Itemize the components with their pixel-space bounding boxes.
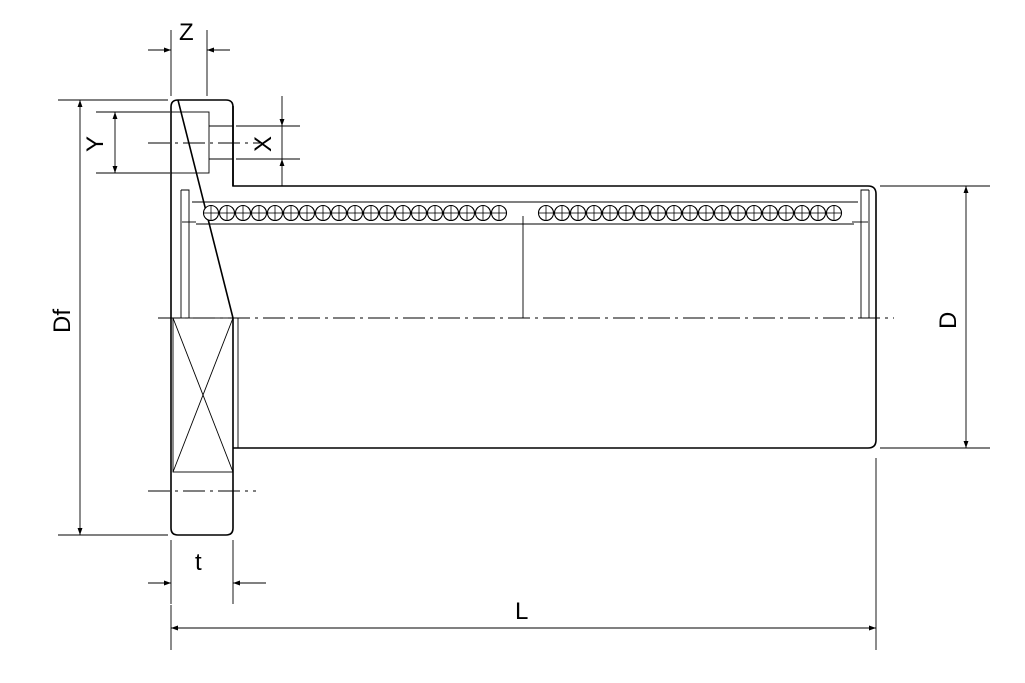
label-df: Df <box>49 309 76 333</box>
dimension-x: X <box>236 96 300 186</box>
flange <box>148 99 260 536</box>
dimension-df: Df <box>49 99 168 536</box>
dimension-t: t <box>148 540 266 604</box>
ball-row-right <box>537 204 843 222</box>
dimension-y: Y <box>82 111 170 174</box>
dimension-z: Z <box>148 19 230 96</box>
ball-row-left <box>202 204 508 222</box>
dimension-l: L <box>170 458 877 650</box>
label-y: Y <box>82 136 109 152</box>
label-l: L <box>515 598 528 625</box>
label-d: D <box>935 312 962 329</box>
mounting-hole-counterbore <box>170 111 210 174</box>
flange-outline <box>170 99 234 536</box>
dimension-d: D <box>880 185 990 449</box>
body-outer-top <box>232 106 877 449</box>
label-x: X <box>250 136 277 152</box>
label-t: t <box>195 549 202 576</box>
label-z: Z <box>179 19 194 46</box>
bearing-body <box>180 106 877 449</box>
